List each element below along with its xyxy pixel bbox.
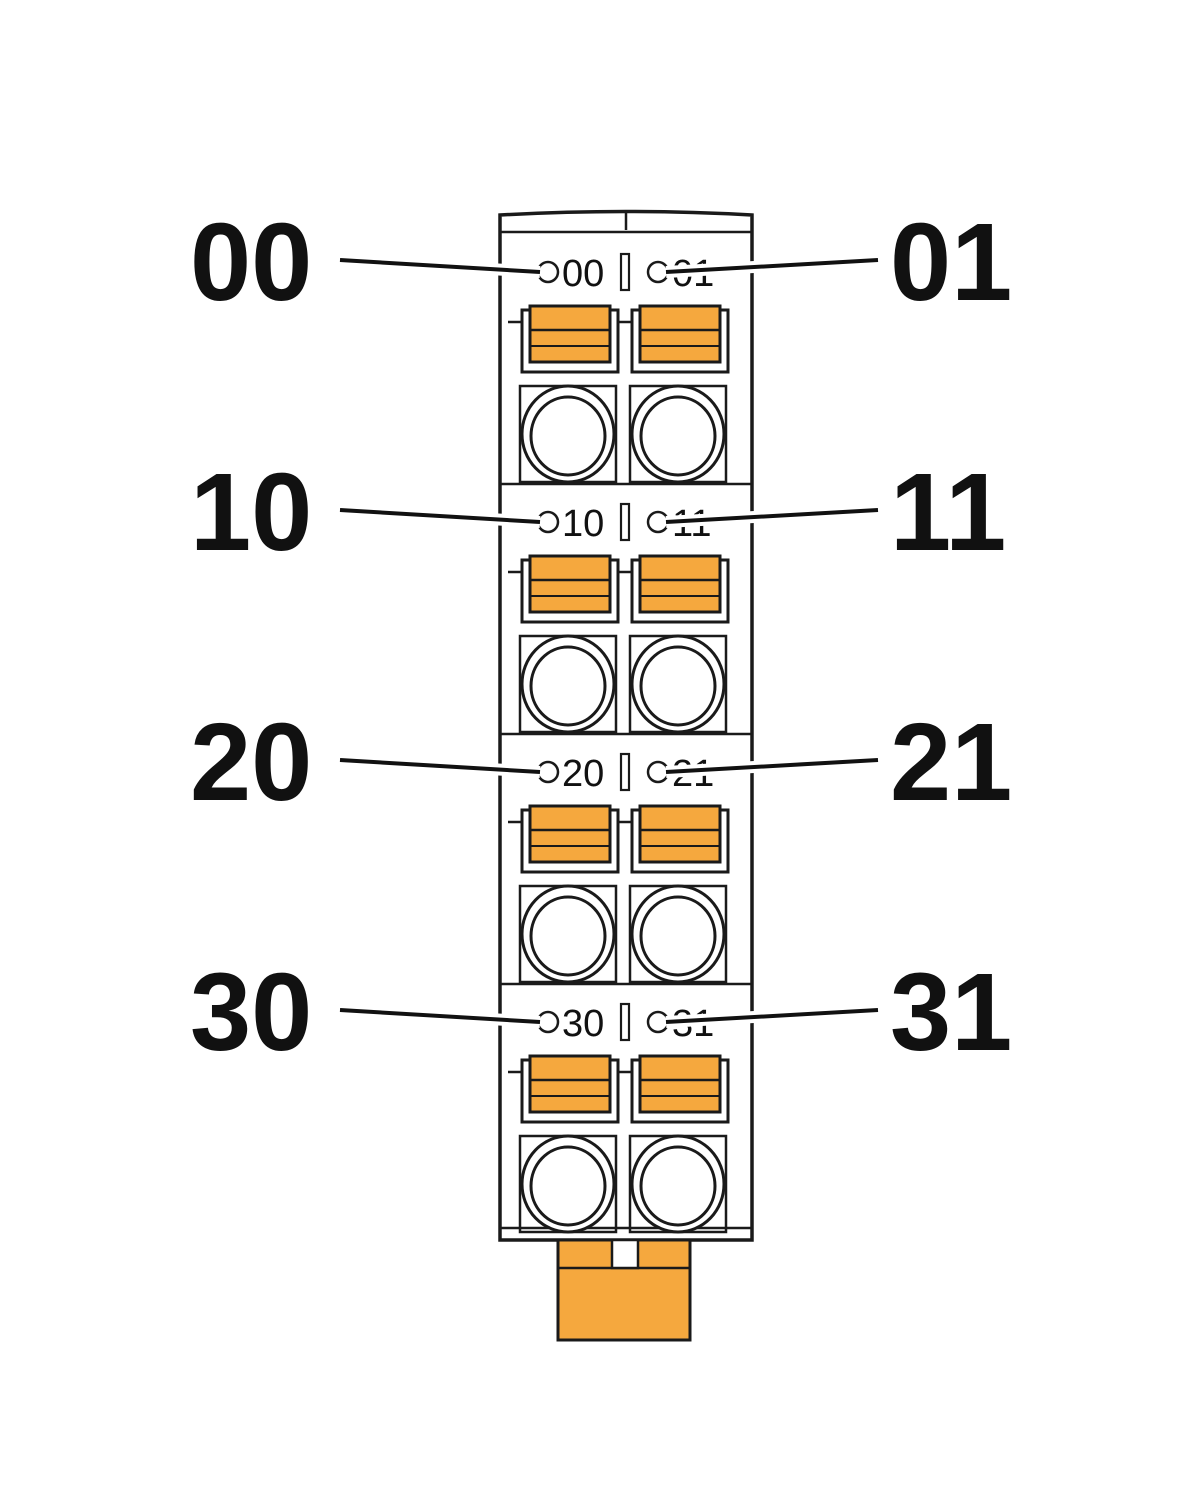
status-led-icon bbox=[536, 260, 560, 284]
status-led-icon bbox=[536, 510, 560, 534]
callout-label-01: 01 bbox=[890, 201, 1012, 324]
conductor-entry-frame bbox=[518, 384, 618, 484]
terminal-marking-30: 30 bbox=[562, 1003, 604, 1045]
terminal-marking-10: 10 bbox=[562, 503, 604, 545]
callout-label-21: 21 bbox=[890, 701, 1012, 824]
conductor-entry-hole[interactable] bbox=[529, 895, 607, 977]
lever-slot bbox=[610, 1238, 640, 1270]
callout-leader-line bbox=[339, 508, 541, 524]
status-led-icon bbox=[536, 760, 560, 784]
push-button-01[interactable] bbox=[638, 304, 722, 364]
callout-leader-line bbox=[665, 758, 879, 774]
callout-leader-line bbox=[665, 508, 879, 524]
callout-label-31: 31 bbox=[890, 951, 1012, 1074]
conductor-entry-frame bbox=[518, 634, 618, 734]
marking-separator bbox=[619, 252, 631, 292]
callout-leader-line bbox=[339, 1008, 541, 1024]
conductor-entry-frame bbox=[628, 884, 728, 984]
conductor-entry-hole[interactable] bbox=[639, 645, 717, 727]
status-led-icon bbox=[646, 510, 670, 534]
conductor-entry-hole[interactable] bbox=[529, 395, 607, 477]
callout-label-30: 30 bbox=[190, 951, 312, 1074]
conductor-entry-frame bbox=[628, 634, 728, 734]
conductor-entry-hole[interactable] bbox=[639, 395, 717, 477]
conductor-entry-frame bbox=[518, 1134, 618, 1234]
callout-label-11: 11 bbox=[890, 451, 1006, 574]
callout-leader-line bbox=[339, 758, 541, 774]
status-led-icon bbox=[646, 260, 670, 284]
conductor-entry-hole[interactable] bbox=[639, 895, 717, 977]
conductor-entry-hole[interactable] bbox=[529, 645, 607, 727]
status-led-icon bbox=[536, 1010, 560, 1034]
callout-leader-line bbox=[339, 258, 541, 274]
callout-leader-line bbox=[665, 258, 879, 274]
conductor-entry-frame bbox=[628, 384, 728, 484]
push-button-21[interactable] bbox=[638, 804, 722, 864]
status-led-icon bbox=[646, 1010, 670, 1034]
terminal-marking-00: 00 bbox=[562, 253, 604, 295]
push-button-11[interactable] bbox=[638, 554, 722, 614]
push-button-31[interactable] bbox=[638, 1054, 722, 1114]
push-button-20[interactable] bbox=[528, 804, 612, 864]
conductor-entry-frame bbox=[628, 1134, 728, 1234]
release-lever[interactable] bbox=[556, 1238, 692, 1342]
callout-label-10: 10 bbox=[190, 451, 312, 574]
conductor-entry-hole[interactable] bbox=[529, 1145, 607, 1227]
callout-label-00: 00 bbox=[190, 201, 312, 324]
callout-leader-line bbox=[665, 1008, 879, 1024]
push-button-00[interactable] bbox=[528, 304, 612, 364]
conductor-entry-hole[interactable] bbox=[639, 1145, 717, 1227]
marking-separator bbox=[619, 502, 631, 542]
push-button-30[interactable] bbox=[528, 1054, 612, 1114]
marking-separator bbox=[619, 752, 631, 792]
marking-separator bbox=[619, 1002, 631, 1042]
conductor-entry-frame bbox=[518, 884, 618, 984]
terminal-marking-20: 20 bbox=[562, 753, 604, 795]
push-button-10[interactable] bbox=[528, 554, 612, 614]
callout-label-20: 20 bbox=[190, 701, 312, 824]
status-led-icon bbox=[646, 760, 670, 784]
